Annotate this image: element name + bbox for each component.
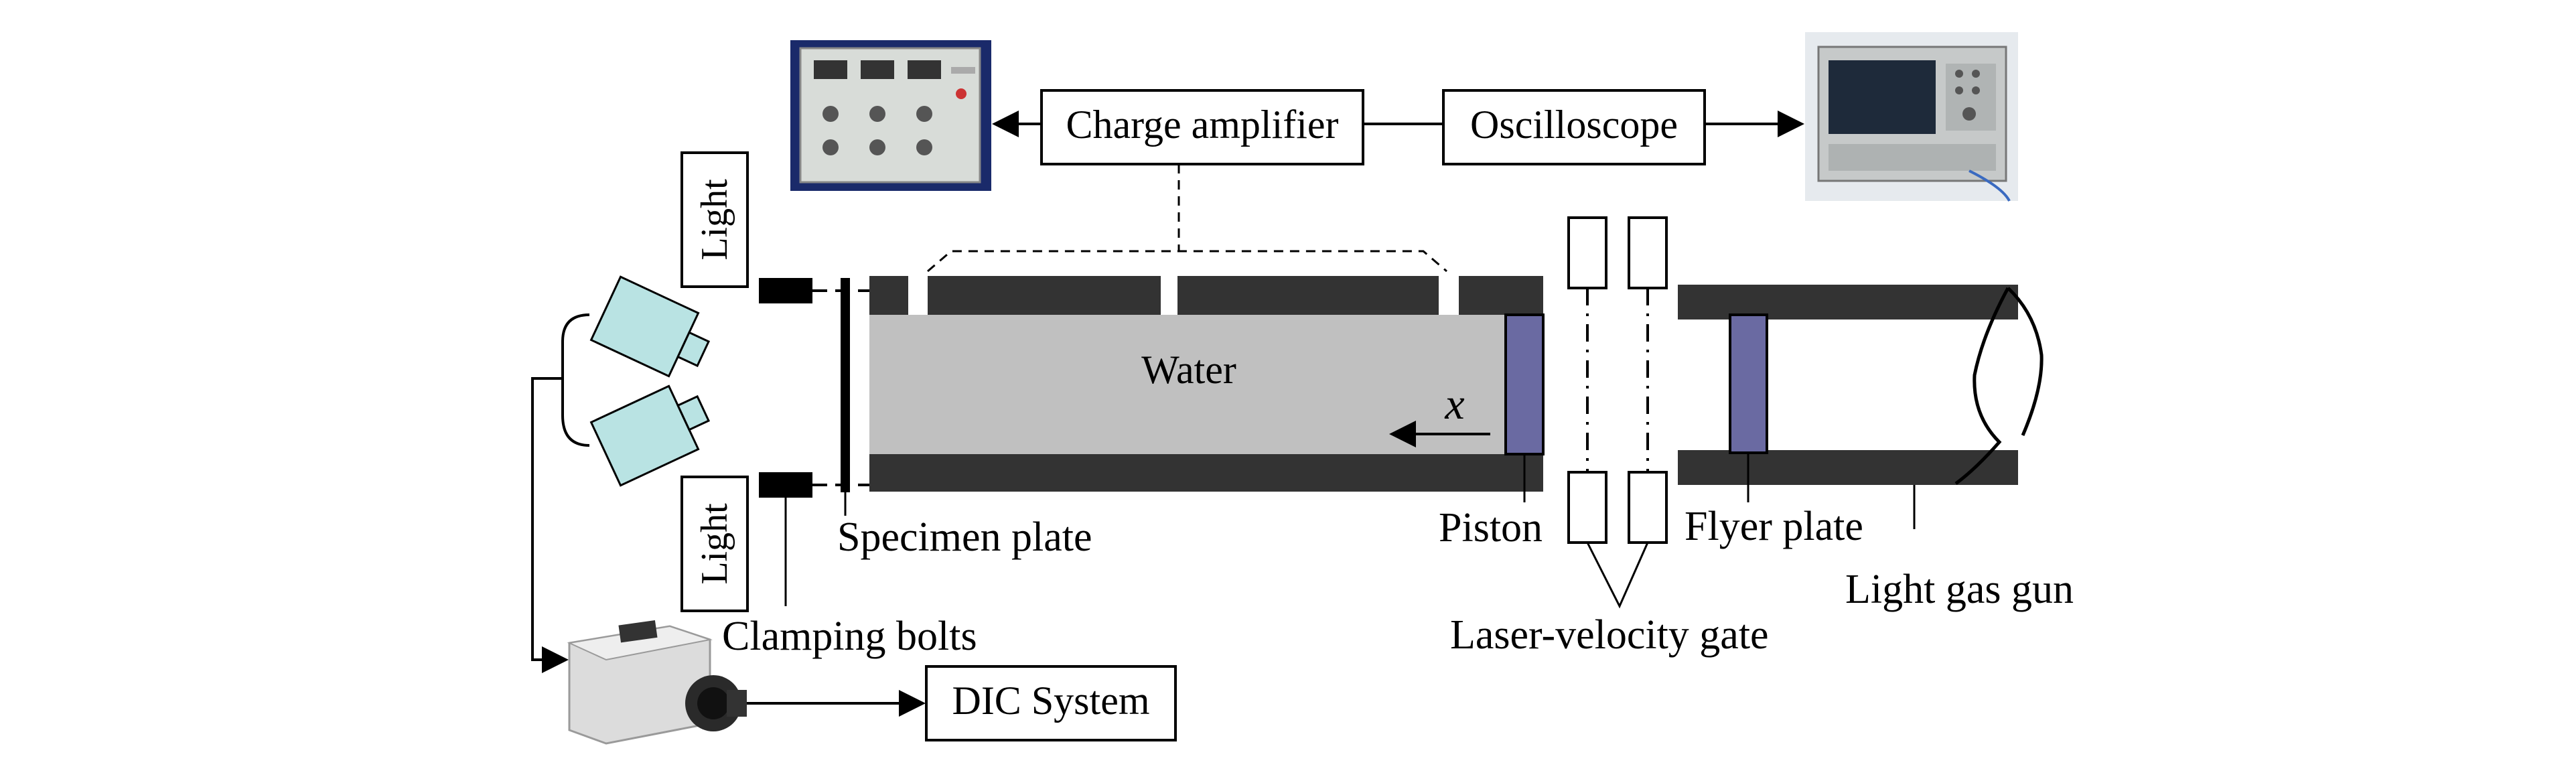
oscilloscope-label: Oscilloscope bbox=[1470, 102, 1678, 147]
charge-amplifier-box: Charge amplifier bbox=[1040, 89, 1364, 165]
piston bbox=[1504, 313, 1545, 455]
dic-system-label: DIC System bbox=[952, 679, 1149, 723]
camera-bottom-icon bbox=[589, 384, 711, 487]
specimen-plate bbox=[841, 278, 850, 492]
gas-gun-barrel bbox=[1678, 285, 2044, 529]
light-gas-gun-label: Light gas gun bbox=[1845, 567, 2074, 612]
chamber-bottom-wall bbox=[869, 454, 1543, 492]
chamber-top-wall-1 bbox=[869, 276, 908, 315]
x-axis-label: x bbox=[1444, 380, 1464, 429]
laser-velocity-gates bbox=[1567, 216, 1668, 609]
gauge-wiring bbox=[927, 164, 1447, 273]
oscilloscope-photo bbox=[1805, 32, 2018, 202]
water-chamber: Water x bbox=[869, 276, 1543, 492]
high-speed-camera-photo bbox=[567, 620, 747, 745]
oscilloscope-box: Oscilloscope bbox=[1442, 89, 1706, 165]
charge-amplifier-photo bbox=[790, 40, 991, 191]
camera-top-icon bbox=[589, 275, 711, 378]
flyer-plate bbox=[1729, 313, 1768, 454]
camera-bracket bbox=[536, 313, 590, 447]
water-label: Water bbox=[1141, 348, 1236, 392]
water-region bbox=[869, 315, 1543, 454]
clamping-bolt-top bbox=[759, 278, 812, 303]
clamping-bolt-bottom bbox=[759, 472, 812, 498]
light-top-box: Light bbox=[681, 151, 749, 288]
light-top-label: Light bbox=[694, 179, 735, 261]
chamber-top-wall-3 bbox=[1177, 276, 1439, 315]
piston-label: Piston bbox=[1439, 505, 1543, 551]
clamping-bolts-label: Clamping bolts bbox=[722, 614, 977, 659]
chamber-top-wall-4 bbox=[1459, 276, 1543, 315]
camera-to-dic-link bbox=[531, 377, 569, 673]
light-bottom-label: Light bbox=[694, 503, 735, 585]
chamber-top-wall-2 bbox=[928, 276, 1161, 315]
dic-system-box: DIC System bbox=[925, 665, 1177, 741]
charge-amplifier-label: Charge amplifier bbox=[1066, 102, 1338, 147]
specimen-plate-label: Specimen plate bbox=[837, 514, 1092, 560]
flyer-plate-label: Flyer plate bbox=[1685, 504, 1863, 549]
light-bottom-box: Light bbox=[681, 476, 749, 612]
laser-velocity-gate-label: Laser-velocity gate bbox=[1450, 612, 1769, 658]
